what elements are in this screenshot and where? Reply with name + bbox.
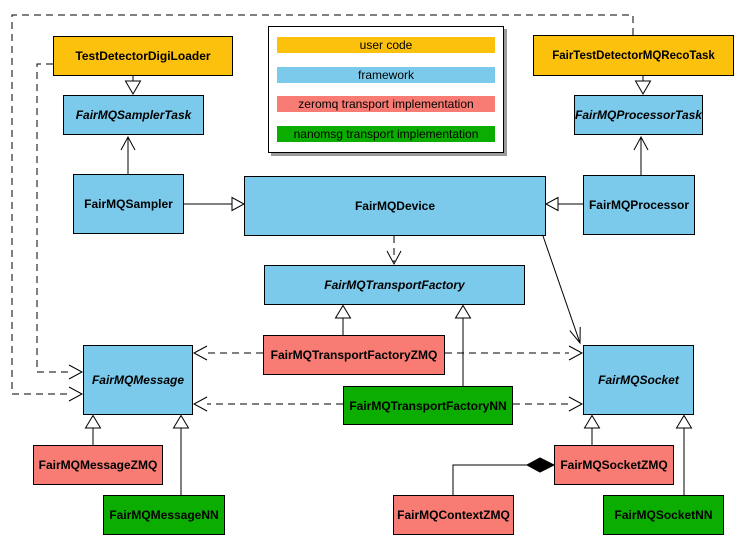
legend-item-zeromq: zeromq transport implementation [277,96,495,113]
class-box-fairmqmessagenn: FairMQMessageNN [103,495,225,535]
class-box-fairmqtransportfactoryzmq: FairMQTransportFactoryZMQ [263,335,445,375]
class-box-fairtestdetectormqrecotask: FairTestDetectorMQRecoTask [533,35,734,76]
legend: user code framework zeromq transport imp… [268,26,504,153]
edge-sampler-samplertask-association [120,135,136,174]
legend-item-framework: framework [277,66,495,83]
edge-contextzmq-socketzmq-composition [452,457,556,495]
class-box-fairmqsocketzmq: FairMQSocketZMQ [554,445,674,485]
legend-label: user code [359,38,413,52]
edge-factorynn-socket-dependency [513,396,584,412]
edge-messagezmq-message-inheritance [84,414,102,445]
edge-factoryzmq-factory-inheritance [334,304,352,335]
edge-factorynn-factory-inheritance [454,304,472,386]
edge-socketzmq-socket-inheritance [583,414,601,445]
edge-messagenn-message-inheritance [172,414,190,495]
edge-factoryzmq-message-dependency [192,345,263,361]
class-box-fairmqtransportfactory: FairMQTransportFactory [264,265,525,305]
class-box-fairmqprocessor: FairMQProcessor [583,175,695,235]
legend-item-nanomsg: nanomsg transport implementation [277,125,495,142]
edge-digiloader-samplertask-inheritance [124,76,142,96]
class-box-fairmqmessagezmq: FairMQMessageZMQ [33,445,163,485]
class-box-fairmqtransportfactorynn: FairMQTransportFactoryNN [343,386,513,425]
class-box-fairmqprocessortask: FairMQProcessorTask [574,95,703,135]
class-box-fairmqcontextzmq: FairMQContextZMQ [393,495,514,535]
edge-socketnn-socket-inheritance [675,414,693,495]
edge-processor-processortask-association [633,135,649,175]
class-box-fairmqsamplertask: FairMQSamplerTask [63,95,204,135]
legend-label: zeromq transport implementation [298,97,474,112]
class-box-testdetectordigiloader: TestDetectorDigiLoader [53,36,233,76]
edge-sampler-device-inheritance [184,196,246,212]
edge-factorynn-message-dependency [192,396,343,412]
legend-label: framework [357,67,414,82]
class-box-fairmqsampler: FairMQSampler [73,174,184,234]
edge-factoryzmq-socket-dependency [445,345,584,361]
class-box-fairmqsocket: FairMQSocket [583,345,694,415]
edge-recotask-processortask-inheritance [634,76,652,96]
edge-processor-device-inheritance [544,196,583,212]
edge-device-socket-association [542,235,581,345]
class-box-fairmqsocketnn: FairMQSocketNN [603,495,724,535]
edge-device-factory-dependency [386,236,402,266]
legend-label: nanomsg transport implementation [293,126,479,141]
legend-item-user-code: user code [277,37,495,53]
class-box-fairmqmessage: FairMQMessage [83,345,193,415]
class-box-fairmqdevice: FairMQDevice [244,176,546,236]
